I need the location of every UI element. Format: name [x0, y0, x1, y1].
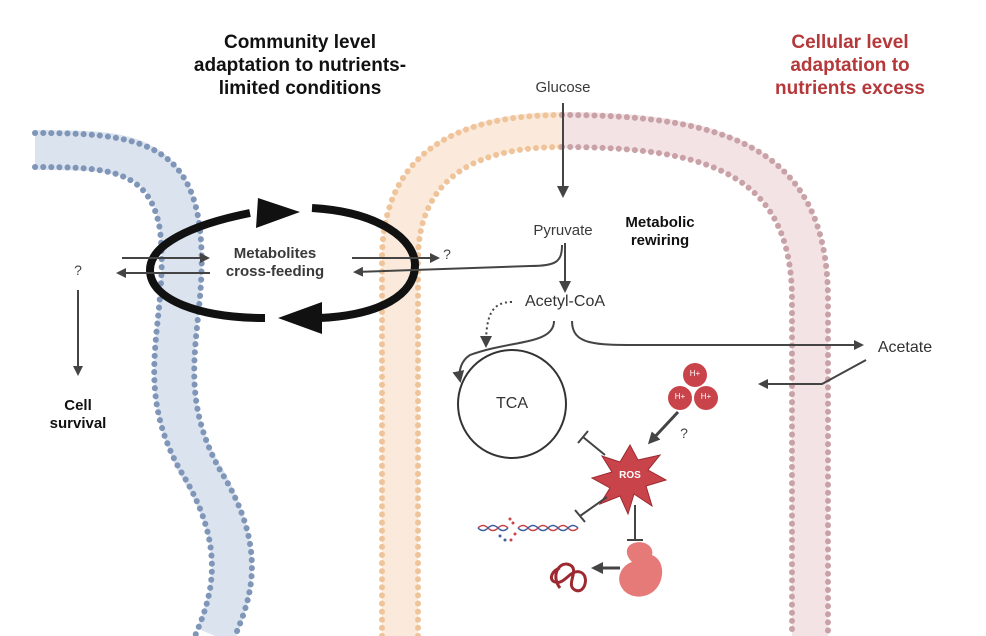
cellular-membrane — [379, 112, 831, 636]
acetylcoa-to-acetate — [571, 320, 864, 350]
metabolic-rewiring-label: Metabolic rewiring — [600, 214, 720, 250]
pyruvate-export-path — [353, 244, 563, 277]
arrow-protons-ros — [647, 410, 680, 445]
cellular-title-line: adaptation to — [790, 54, 910, 76]
cross-feeding-cycle — [145, 198, 420, 334]
acetate-import — [758, 359, 867, 389]
unfolded-protein-icon — [549, 562, 587, 593]
dna-damaged-icon — [477, 517, 579, 542]
proton-label: H+ — [674, 392, 686, 401]
protons — [668, 363, 718, 410]
pyruvate-label: Pyruvate — [533, 222, 593, 239]
inhibit-dna — [574, 496, 608, 523]
cross-feeding-label: Metabolites cross-feeding — [205, 245, 345, 281]
ros-burst — [590, 443, 668, 516]
cell-survival-label: Cell survival — [38, 397, 118, 433]
acetate-label: Acetate — [877, 339, 933, 356]
community-title-line: limited conditions — [218, 77, 382, 99]
community-title: Community level adaptation to nutrients-… — [150, 32, 450, 100]
inhibit-protein — [627, 505, 643, 541]
question-left: ? — [74, 262, 82, 278]
metabolic-rewiring-line: rewiring — [630, 232, 690, 249]
tca-label: TCA — [496, 395, 528, 412]
cell-survival-line: Cell — [64, 397, 92, 414]
cellular-title-line: Cellular level — [791, 32, 909, 53]
acetyl-coa-label: Acetyl-CoA — [524, 293, 606, 310]
cellular-title: Cellular level adaptation to nutrients e… — [730, 32, 970, 100]
inhibit-tca — [577, 430, 606, 456]
community-title-line: adaptation to nutrients- — [193, 54, 407, 76]
question-protons: ? — [680, 425, 688, 441]
acetylcoa-to-tca — [452, 320, 555, 383]
cycle-arrowhead-bottom — [278, 302, 322, 334]
cycle-arrowhead-top — [256, 198, 300, 228]
question-export: ? — [443, 246, 451, 262]
cellular-title-line: nutrients excess — [775, 77, 925, 99]
metabolic-rewiring-line: Metabolic — [625, 214, 695, 231]
protein-icon — [619, 542, 663, 597]
dotted-arrow-to-tca — [480, 301, 513, 348]
cross-feeding-line: Metabolites — [233, 245, 317, 262]
cell-survival-line: survival — [49, 415, 107, 432]
cross-feeding-line: cross-feeding — [225, 263, 325, 280]
community-membrane — [32, 130, 255, 636]
glucose-label: Glucose — [535, 79, 591, 96]
tca-cycle — [457, 349, 567, 459]
proton-label: H+ — [689, 369, 701, 378]
proton-label: H+ — [700, 392, 712, 401]
community-title-line: Community level — [223, 32, 377, 53]
ros-label: ROS — [619, 470, 641, 481]
